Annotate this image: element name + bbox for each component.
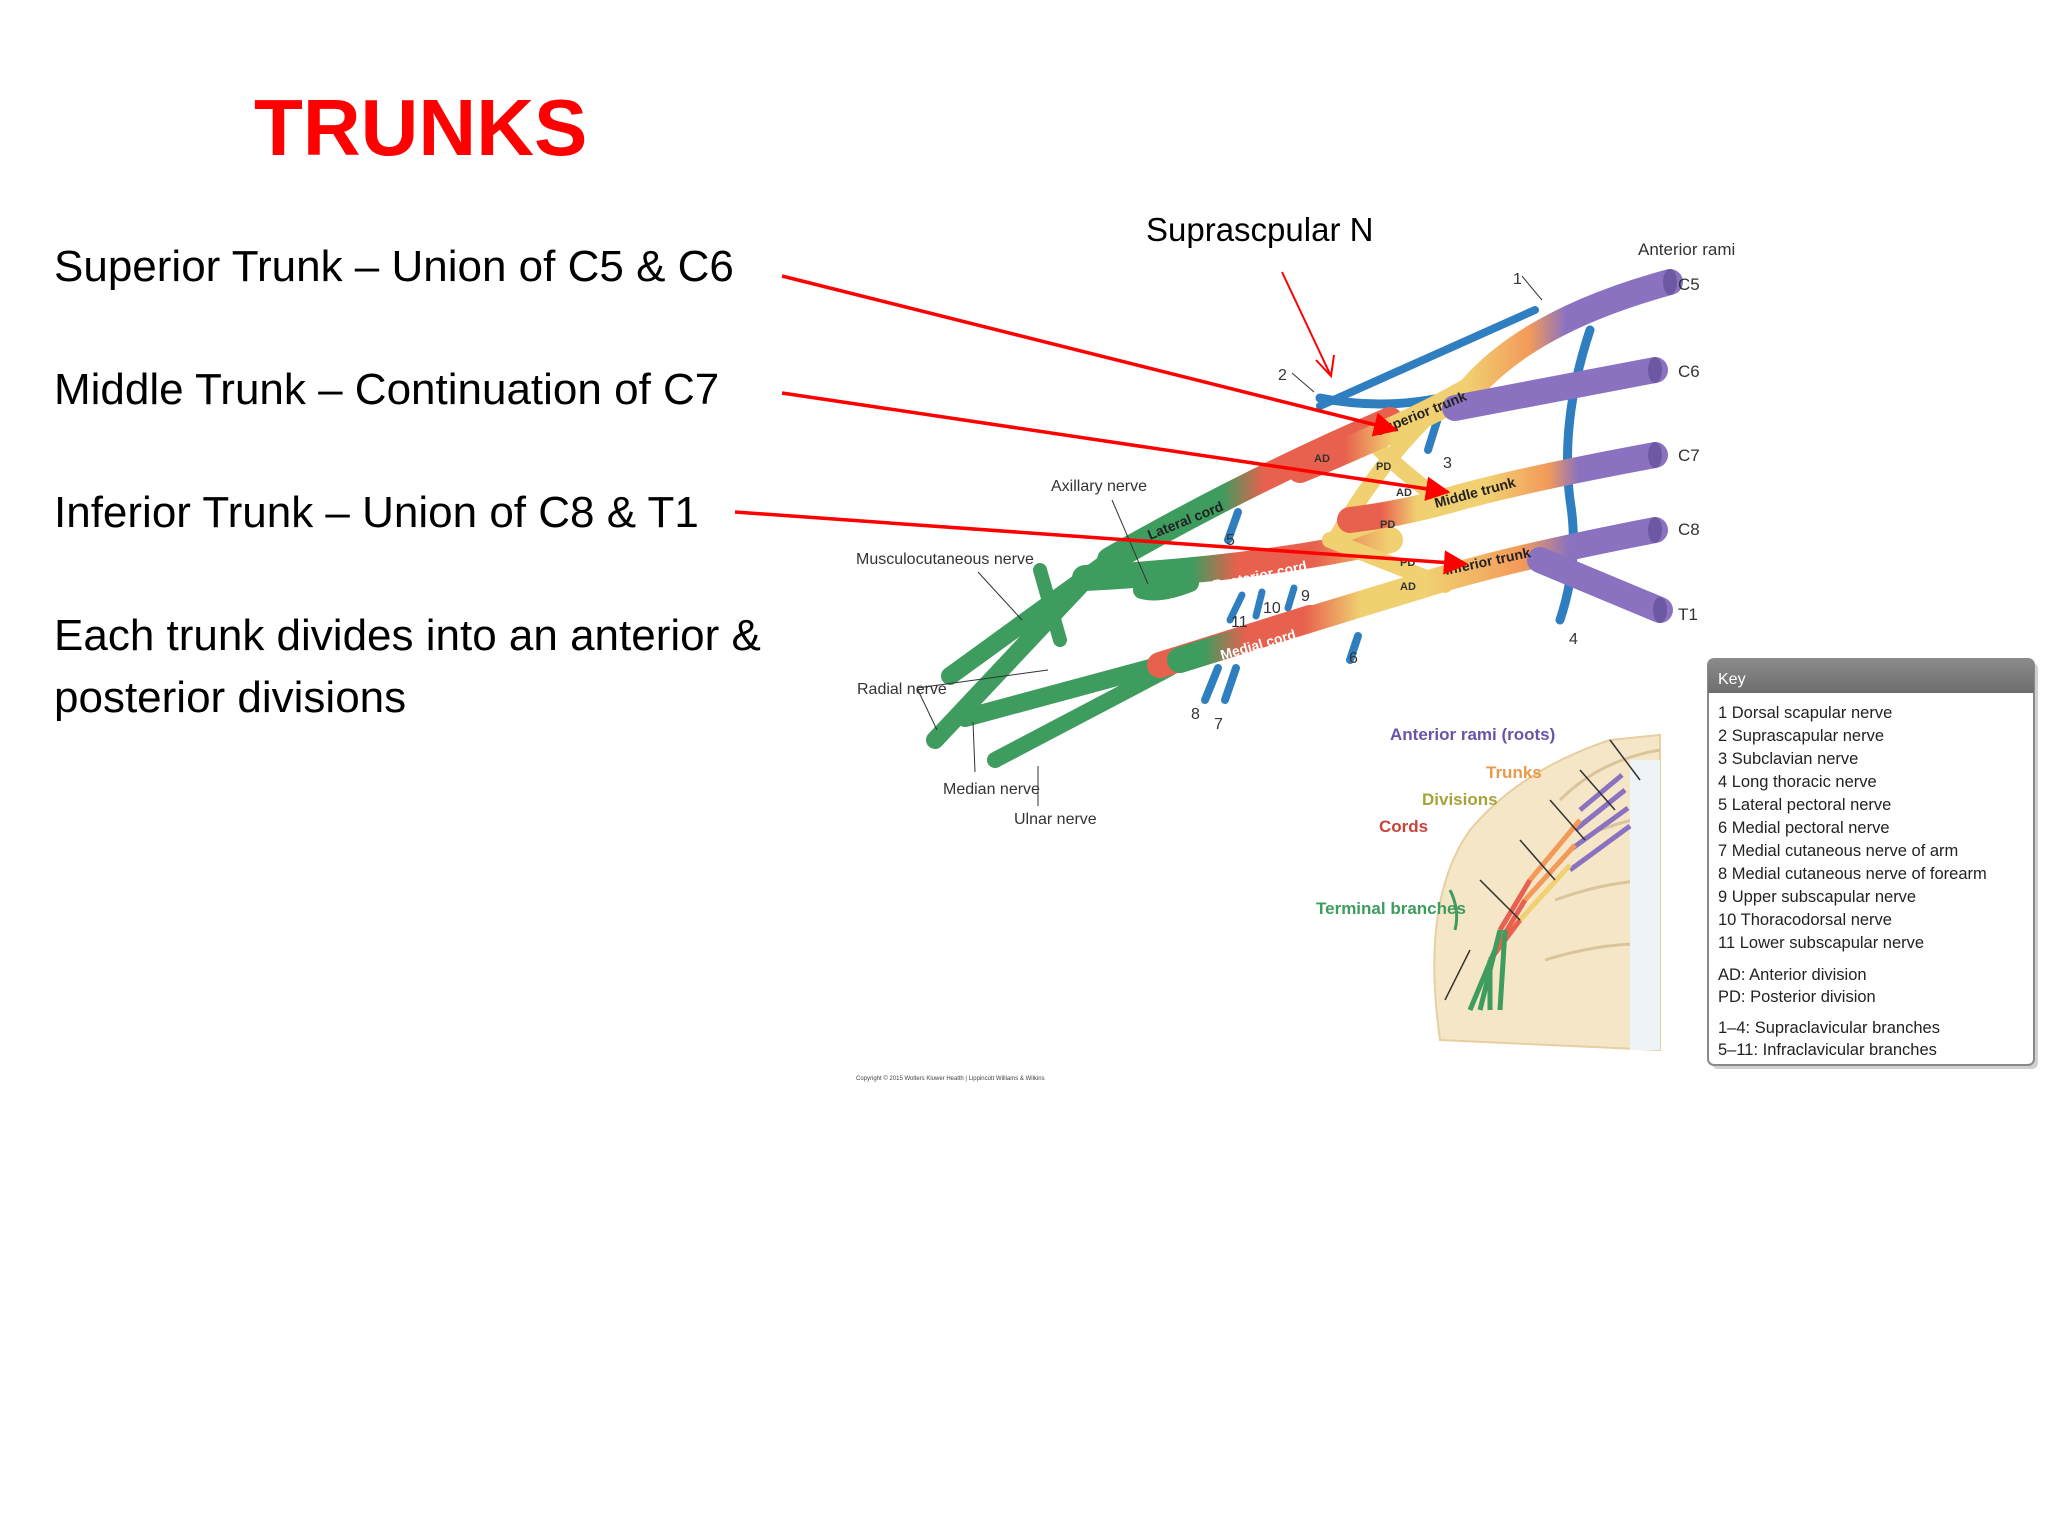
inset-trunks-label: Trunks bbox=[1486, 763, 1542, 782]
slide-title: TRUNKS bbox=[254, 83, 588, 172]
ulnar-nerve-label: Ulnar nerve bbox=[1014, 811, 1097, 828]
medial-cutaneous-forearm-nerve bbox=[1201, 664, 1222, 704]
root-label-c6: C6 bbox=[1678, 362, 1700, 381]
branch-number-2: 2 bbox=[1278, 367, 1287, 384]
key-abbreviation: PD: Posterior division bbox=[1718, 988, 1876, 1006]
inferior-trunk-c8 bbox=[1167, 517, 1668, 673]
key-range: 1–4: Supraclavicular branches bbox=[1718, 1019, 1940, 1037]
root-t1 bbox=[1527, 547, 1673, 623]
key-title: Key bbox=[1718, 671, 1746, 688]
key-box bbox=[1707, 658, 2038, 1069]
branch-number-7: 7 bbox=[1214, 716, 1223, 733]
ad-tag-middle: AD bbox=[1396, 487, 1412, 499]
key-item: 1 Dorsal scapular nerve bbox=[1718, 704, 1892, 722]
axillary-nerve-label: Axillary nerve bbox=[1051, 478, 1147, 495]
inset-divisions-label: Divisions bbox=[1422, 790, 1498, 809]
medial-pectoral-nerve bbox=[1346, 632, 1362, 664]
thoracodorsal-nerve bbox=[1252, 588, 1266, 620]
middle-trunk-c7 bbox=[1337, 442, 1668, 533]
root-label-c8: C8 bbox=[1678, 520, 1700, 539]
inset-cords-label: Cords bbox=[1379, 817, 1428, 836]
medial-cutaneous-arm-nerve bbox=[1221, 664, 1240, 704]
arrow-inferior-trunk bbox=[734, 510, 1469, 575]
root-label-c5: C5 bbox=[1678, 275, 1700, 294]
key-item: 4 Long thoracic nerve bbox=[1718, 773, 1877, 791]
lower-subscapular-nerve bbox=[1226, 591, 1246, 624]
key-item: 9 Upper subscapular nerve bbox=[1718, 888, 1916, 906]
key-item: 10 Thoracodorsal nerve bbox=[1718, 911, 1892, 929]
root-c6 bbox=[1442, 357, 1668, 421]
key-items: 1 Dorsal scapular nerve 2 Suprascapular n… bbox=[1718, 704, 1987, 1059]
pd-tag-superior: PD bbox=[1376, 461, 1391, 473]
key-item: 6 Medial pectoral nerve bbox=[1718, 819, 1890, 837]
branch-number-6: 6 bbox=[1349, 650, 1358, 667]
musculocutaneous-nerve-label: Musculocutaneous nerve bbox=[856, 551, 1034, 568]
arrow-superior-trunk bbox=[781, 274, 1399, 437]
key-item: 3 Subclavian nerve bbox=[1718, 750, 1858, 768]
lateral-pectoral-nerve bbox=[1224, 508, 1242, 544]
key-abbreviation: AD: Anterior division bbox=[1718, 966, 1867, 984]
branch-number-3: 3 bbox=[1443, 455, 1452, 472]
branch-number-11: 11 bbox=[1231, 614, 1248, 631]
root-label-c7: C7 bbox=[1678, 446, 1700, 465]
branch-number-1: 1 bbox=[1513, 271, 1522, 288]
suprascapular-annotation: Suprascpular N bbox=[1146, 211, 1373, 248]
axillary-nerve-branch bbox=[1133, 574, 1199, 601]
bullet-superior-trunk: Superior Trunk – Union of C5 & C6 bbox=[54, 242, 734, 291]
bullet-list: Superior Trunk – Union of C5 & C6 Middle… bbox=[54, 236, 844, 790]
key-item: 5 Lateral pectoral nerve bbox=[1718, 796, 1891, 814]
inset-terminal-label: Terminal branches bbox=[1316, 899, 1466, 918]
figure-copyright: Copyright © 2015 Wolters Kluwer Health |… bbox=[856, 1075, 1045, 1082]
suprascapular-pointer bbox=[1281, 271, 1331, 375]
key-item: 8 Medial cutaneous nerve of forearm bbox=[1718, 865, 1987, 883]
upper-subscapular-nerve bbox=[1284, 584, 1298, 612]
ulnar-nerve-branch bbox=[987, 660, 1178, 768]
bullet-middle-trunk: Middle Trunk – Continuation of C7 bbox=[54, 365, 720, 414]
anterior-rami-label: Anterior rami bbox=[1638, 240, 1735, 259]
ad-tag-inferior: AD bbox=[1400, 581, 1416, 593]
radial-nerve-label: Radial nerve bbox=[857, 681, 947, 698]
suprascapular-pointer-head bbox=[1315, 354, 1335, 379]
branch-number-10: 10 bbox=[1263, 600, 1281, 617]
key-item: 11 Lower subscapular nerve bbox=[1718, 934, 1924, 952]
dorsal-scapular-nerve bbox=[1316, 306, 1539, 410]
median-nerve-branch bbox=[956, 651, 1189, 727]
median-root-connector bbox=[1033, 563, 1067, 647]
inset-roots-label: Anterior rami (roots) bbox=[1390, 725, 1555, 744]
branch-number-5: 5 bbox=[1226, 532, 1235, 549]
subclavian-nerve bbox=[1424, 414, 1442, 454]
ad-tag-superior: AD bbox=[1314, 453, 1330, 465]
branch-number-4: 4 bbox=[1569, 631, 1578, 648]
key-item: 7 Medial cutaneous nerve of arm bbox=[1718, 842, 1958, 860]
key-item: 2 Suprascapular nerve bbox=[1718, 727, 1884, 745]
key-range: 5–11: Infraclavicular branches bbox=[1718, 1041, 1937, 1059]
pd-tag-middle: PD bbox=[1380, 519, 1395, 531]
arrow-middle-trunk bbox=[781, 391, 1451, 501]
median-nerve-label: Median nerve bbox=[943, 781, 1040, 798]
branch-number-9: 9 bbox=[1301, 588, 1310, 605]
root-label-t1: T1 bbox=[1678, 605, 1698, 624]
shoulder-inset bbox=[1433, 733, 1661, 1052]
bullet-inferior-trunk: Inferior Trunk – Union of C8 & T1 bbox=[54, 488, 699, 537]
bullet-divisions: Each trunk divides into an anterior & po… bbox=[54, 611, 761, 722]
superior-trunk-c5 bbox=[1287, 269, 1683, 483]
branch-number-8: 8 bbox=[1191, 706, 1200, 723]
